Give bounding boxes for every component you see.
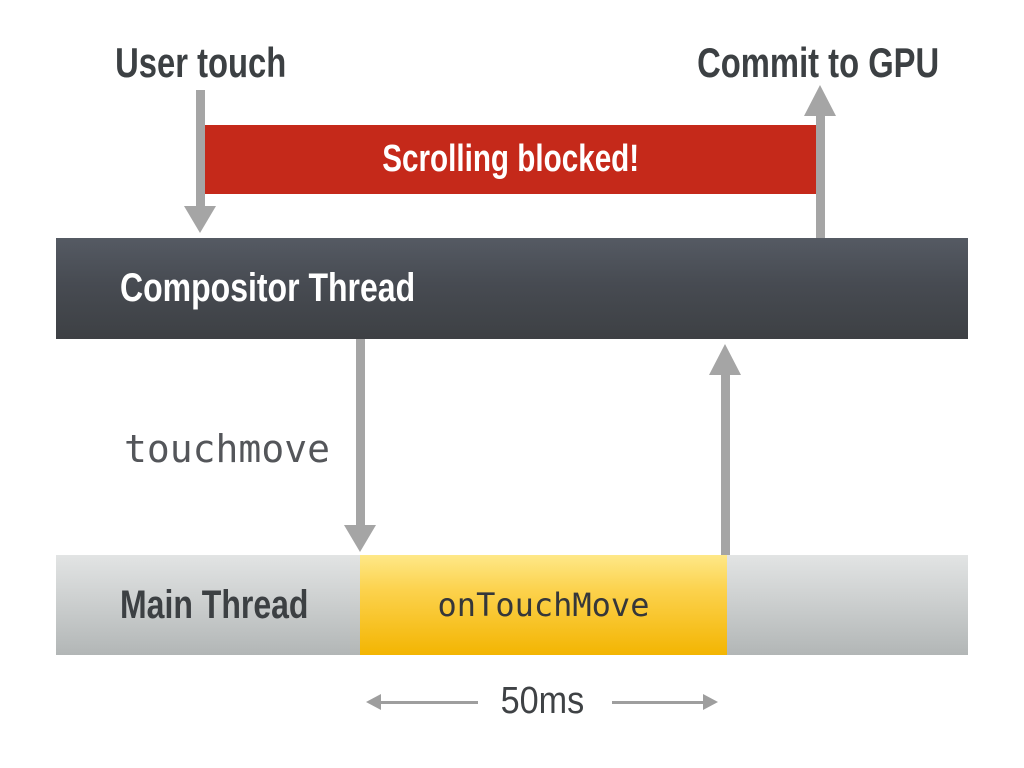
duration-label: 50ms xyxy=(442,680,642,723)
user-touch-arrow-shaft xyxy=(196,90,205,206)
return-arrow-up-icon xyxy=(709,344,741,375)
touchmove-event-label: touchmove xyxy=(124,427,330,471)
duration-line-left xyxy=(380,701,478,704)
user-touch-arrow-down-icon xyxy=(184,206,216,233)
main-thread-label: Main Thread xyxy=(120,555,356,655)
duration-line-right xyxy=(612,701,704,704)
user-touch-label-text: User touch xyxy=(115,39,287,86)
commit-arrow-up-icon xyxy=(804,85,836,116)
touchmove-arrow-shaft xyxy=(356,339,365,525)
duration-arrow-left-icon xyxy=(366,694,381,710)
scrolling-blocked-banner: Scrolling blocked! xyxy=(205,125,816,194)
compositor-thread-label-text: Compositor Thread xyxy=(120,266,416,310)
commit-arrow-shaft xyxy=(816,116,825,238)
duration-arrow-right-icon xyxy=(703,694,718,710)
compositor-thread-bar: Compositor Thread xyxy=(56,238,968,339)
main-thread-label-text: Main Thread xyxy=(120,582,309,627)
duration-label-text: 50ms xyxy=(500,680,584,722)
on-touch-move-task-segment: onTouchMove xyxy=(360,555,727,655)
main-thread-bar: onTouchMove Main Thread xyxy=(56,555,968,655)
touchmove-arrow-down-icon xyxy=(344,525,376,552)
return-arrow-shaft xyxy=(721,375,730,555)
user-touch-label: User touch xyxy=(1,39,401,86)
commit-to-gpu-label: Commit to GPU xyxy=(618,39,1018,86)
commit-to-gpu-label-text: Commit to GPU xyxy=(696,39,940,86)
compositor-thread-label: Compositor Thread xyxy=(120,238,489,339)
scrolling-blocked-label: Scrolling blocked! xyxy=(382,138,639,180)
on-touch-move-label: onTouchMove xyxy=(437,586,650,624)
